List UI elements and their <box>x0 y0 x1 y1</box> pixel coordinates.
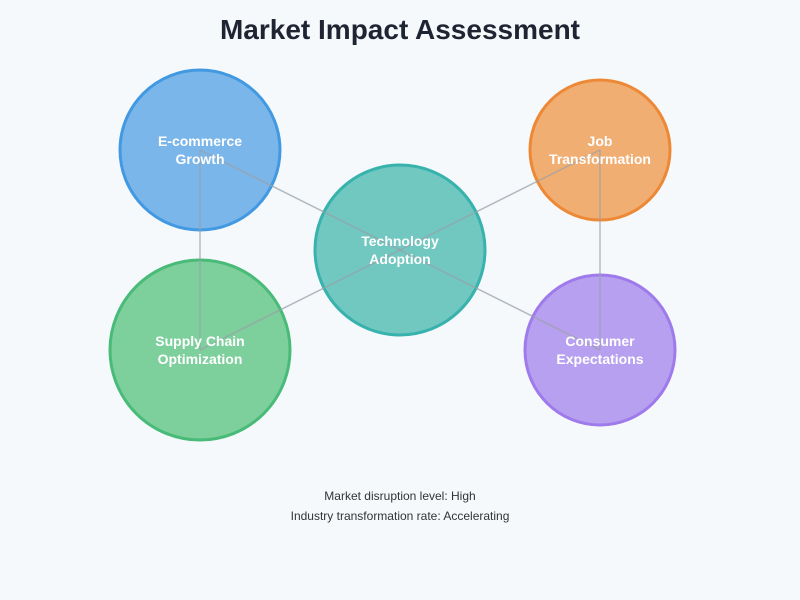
node-label-job: Job <box>588 133 613 149</box>
node-label-tech: Technology <box>361 233 439 249</box>
node-label-supply: Optimization <box>158 351 243 367</box>
node-label-consumer: Consumer <box>565 333 635 349</box>
node-label-ecommerce: Growth <box>176 151 225 167</box>
node-label-ecommerce: E-commerce <box>158 133 242 149</box>
transformation-rate-text: Industry transformation rate: Accelerati… <box>290 509 510 523</box>
node-label-job: Transformation <box>549 151 651 167</box>
connector-supply-job <box>199 149 601 351</box>
disruption-level-text: Market disruption level: High <box>324 489 476 503</box>
node-label-supply: Supply Chain <box>155 333 244 349</box>
page-title: Market Impact Assessment <box>219 14 580 45</box>
node-label-tech: Adoption <box>369 251 430 267</box>
node-label-consumer: Expectations <box>556 351 643 367</box>
